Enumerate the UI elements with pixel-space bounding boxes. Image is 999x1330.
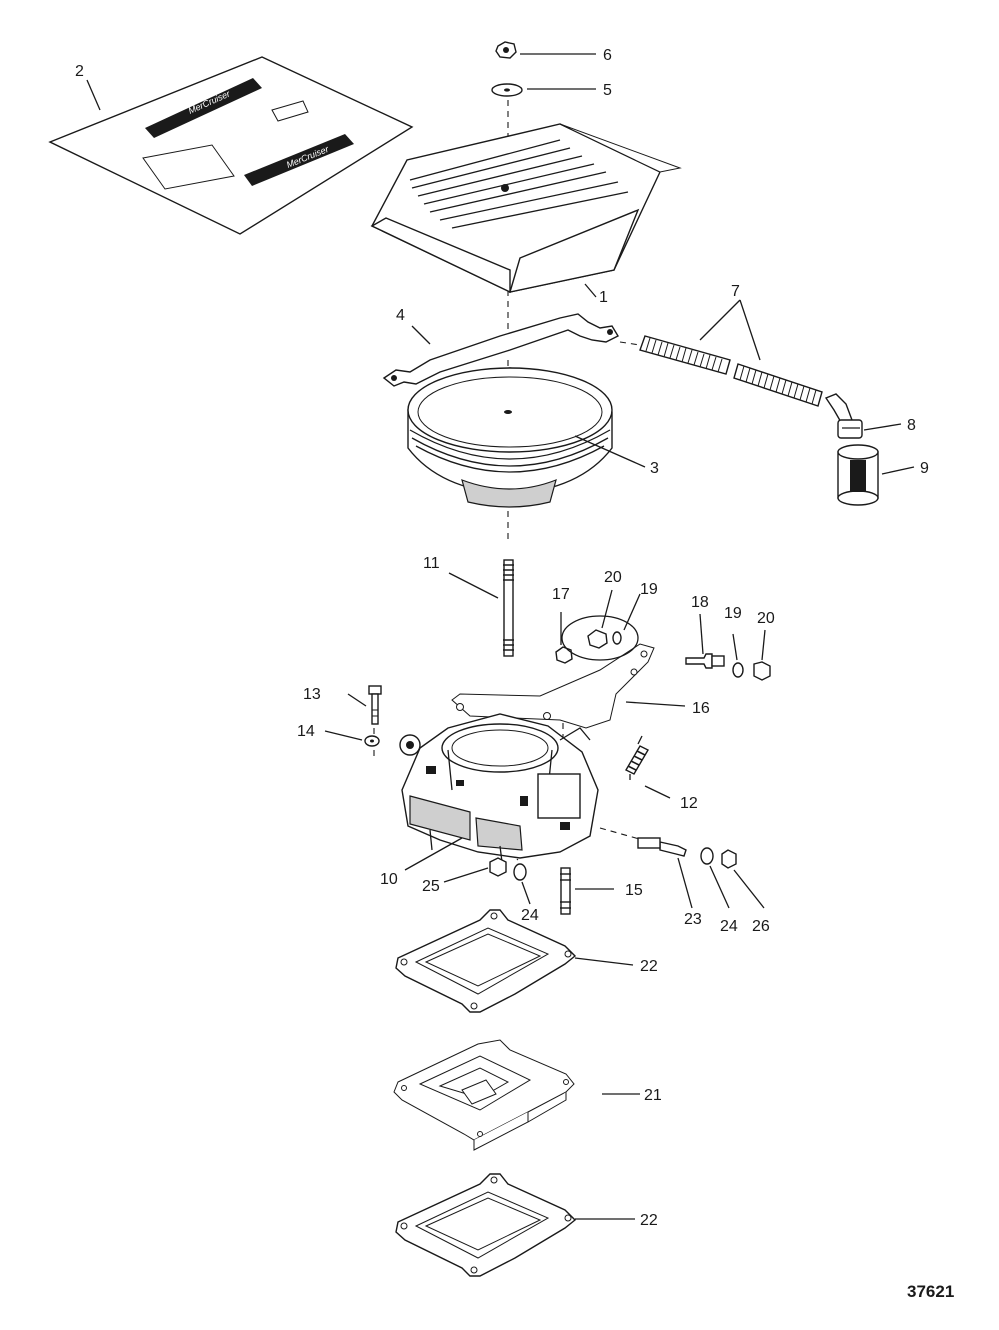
callout-10: 10	[380, 871, 398, 888]
callout-11: 11	[423, 555, 440, 572]
callout-26: 26	[752, 918, 770, 935]
callout-16: 16	[692, 700, 710, 717]
washer-part	[491, 83, 523, 97]
bracket-part	[382, 313, 619, 387]
callout-12: 12	[680, 795, 698, 812]
callout-3: 3	[650, 460, 659, 477]
callout-21: 21	[644, 1087, 662, 1104]
callout-20-right: 20	[757, 610, 775, 627]
lower-right-hardware-group	[637, 837, 737, 869]
callout-14: 14	[297, 723, 315, 740]
callout-4: 4	[396, 307, 405, 324]
cover-fins	[409, 139, 629, 229]
callout-2: 2	[75, 63, 84, 80]
callout-1: 1	[599, 289, 608, 306]
grommet-part	[837, 444, 879, 506]
nut-20-part	[587, 629, 608, 649]
lower-left-hardware-group	[489, 857, 527, 881]
short-stud-part	[560, 867, 571, 915]
callout-7: 7	[731, 283, 740, 300]
nut-17-part	[555, 646, 573, 664]
callout-22-upper: 22	[640, 958, 658, 975]
washer-14-part	[364, 735, 380, 747]
elbow-fitting-part	[824, 393, 863, 439]
long-stud-part	[503, 559, 514, 657]
callout-20-upper: 20	[604, 569, 622, 586]
callout-19-upper: 19	[640, 581, 658, 598]
spring-part	[625, 735, 649, 780]
callout-17: 17	[552, 586, 570, 603]
nut-part	[495, 41, 517, 59]
callout-18: 18	[691, 594, 709, 611]
callout-13: 13	[303, 686, 321, 703]
flame-arrestor-cover-part	[370, 123, 682, 294]
bolt-13-part	[368, 685, 382, 725]
callout-24-left: 24	[521, 907, 539, 924]
throttle-bracket-part	[451, 643, 655, 729]
callout-numbers: 1 2 3 4 5 6 7 8 9 10 11 12 13 14 15 16 1…	[75, 47, 929, 1229]
gasket-upper-part	[395, 909, 577, 1013]
callout-22-lower: 22	[640, 1212, 658, 1229]
callout-15: 15	[625, 882, 643, 899]
hose-part	[639, 335, 823, 407]
spacer-part	[393, 1039, 575, 1151]
callout-8: 8	[907, 417, 916, 434]
callout-6: 6	[603, 47, 612, 64]
callout-24-right: 24	[720, 918, 738, 935]
leader-lines	[86, 53, 915, 1220]
callout-23: 23	[684, 911, 702, 928]
gasket-lower-part	[395, 1173, 577, 1277]
callout-19-right: 19	[724, 605, 742, 622]
callout-5: 5	[603, 82, 612, 99]
figure-number: 37621	[907, 1282, 954, 1301]
right-hardware-group	[685, 653, 771, 681]
callout-25: 25	[422, 878, 440, 895]
decal-sheet-part: MerCruiser MerCruiser	[48, 56, 414, 235]
callout-9: 9	[920, 460, 929, 477]
flame-arrestor-part	[407, 367, 613, 508]
carburetor-part	[399, 713, 599, 863]
upper-hardware-group	[555, 615, 639, 664]
washer-19-part	[612, 631, 622, 645]
